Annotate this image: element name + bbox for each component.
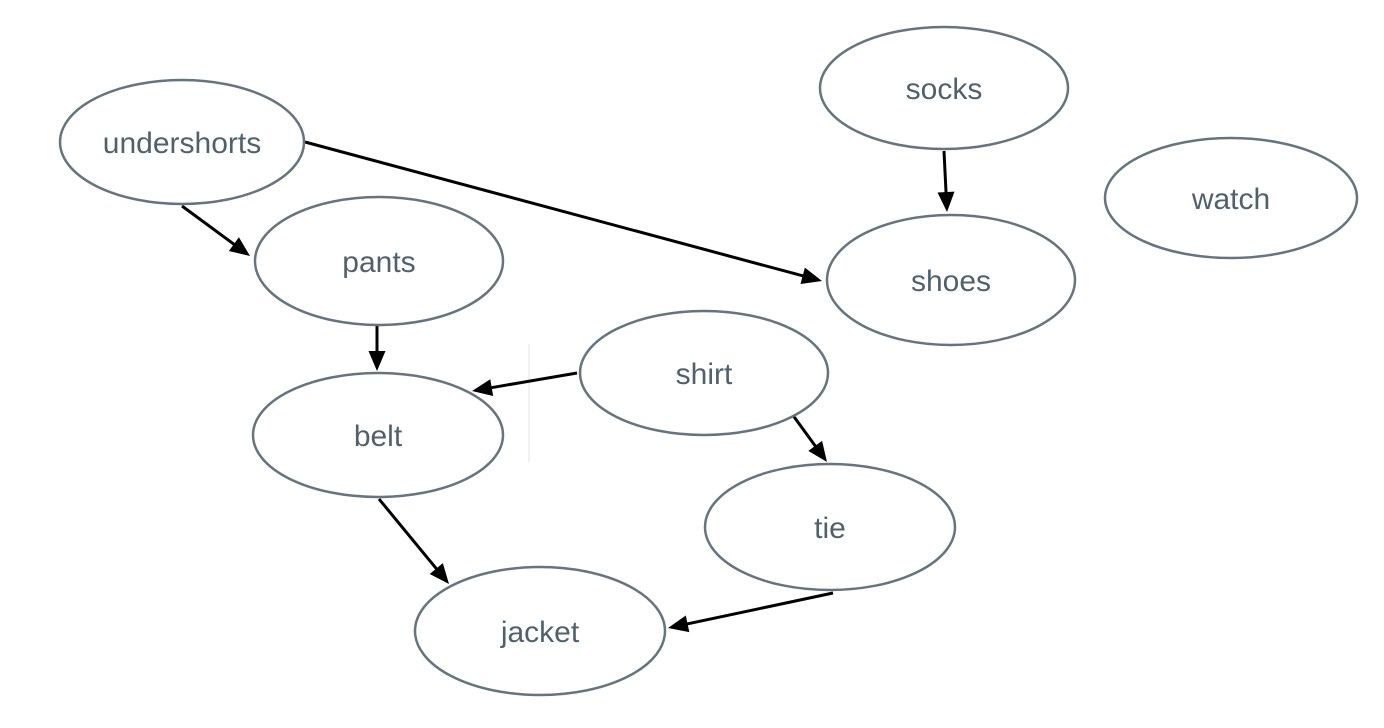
node-ellipse [413, 565, 667, 697]
edge-tie-jacket[interactable] [668, 591, 834, 633]
arrowhead-icon [668, 615, 690, 633]
edge-belt-jacket[interactable] [377, 498, 449, 584]
node-label: watch [1191, 183, 1270, 216]
node-undershorts[interactable]: undershorts [58, 78, 306, 206]
node-pants[interactable]: pants [253, 195, 505, 327]
node-ellipse [251, 371, 505, 499]
arrowhead-icon [472, 379, 494, 396]
node-socks[interactable]: socks [818, 25, 1070, 151]
edge-line [683, 591, 834, 627]
edge-line [181, 204, 238, 248]
node-belt[interactable]: belt [251, 371, 505, 499]
arrowhead-icon [368, 351, 386, 371]
node-ellipse [253, 195, 505, 327]
edge-line [377, 498, 440, 573]
arrowhead-icon [937, 191, 955, 212]
edge-line [942, 150, 948, 197]
node-label: shirt [676, 358, 733, 391]
node-label: undershorts [103, 127, 261, 160]
edge-line [304, 140, 807, 279]
edge-undershorts-pants[interactable] [181, 204, 250, 256]
edge-line [487, 371, 578, 390]
node-label: belt [354, 420, 403, 453]
node-ellipse [1103, 136, 1359, 260]
arrowhead-icon [228, 237, 250, 256]
node-label: socks [906, 73, 983, 106]
edge-undershorts-shoes[interactable] [304, 140, 822, 285]
node-ellipse [818, 25, 1070, 151]
node-label: jacket [500, 616, 580, 649]
node-shirt[interactable]: shirt [578, 309, 830, 437]
edge-socks-shoes[interactable] [937, 150, 955, 212]
node-tie[interactable]: tie [703, 462, 957, 592]
edge-shirt-tie[interactable] [790, 413, 827, 462]
node-label: tie [814, 512, 846, 545]
node-watch[interactable]: watch [1103, 136, 1359, 260]
node-label: shoes [911, 265, 991, 298]
edge-line [790, 413, 819, 450]
node-ellipse [703, 462, 957, 592]
edge-shirt-belt[interactable] [472, 371, 578, 396]
node-ellipse [58, 78, 306, 206]
node-shoes[interactable]: shoes [825, 213, 1077, 347]
node-jacket[interactable]: jacket [413, 565, 667, 697]
node-ellipse [825, 213, 1077, 347]
arrowhead-icon [429, 563, 449, 584]
node-ellipse [578, 309, 830, 437]
edge-pants-belt[interactable] [368, 325, 386, 371]
node-label: pants [342, 246, 415, 279]
arrowhead-icon [808, 440, 827, 462]
arrowhead-icon [800, 267, 822, 285]
